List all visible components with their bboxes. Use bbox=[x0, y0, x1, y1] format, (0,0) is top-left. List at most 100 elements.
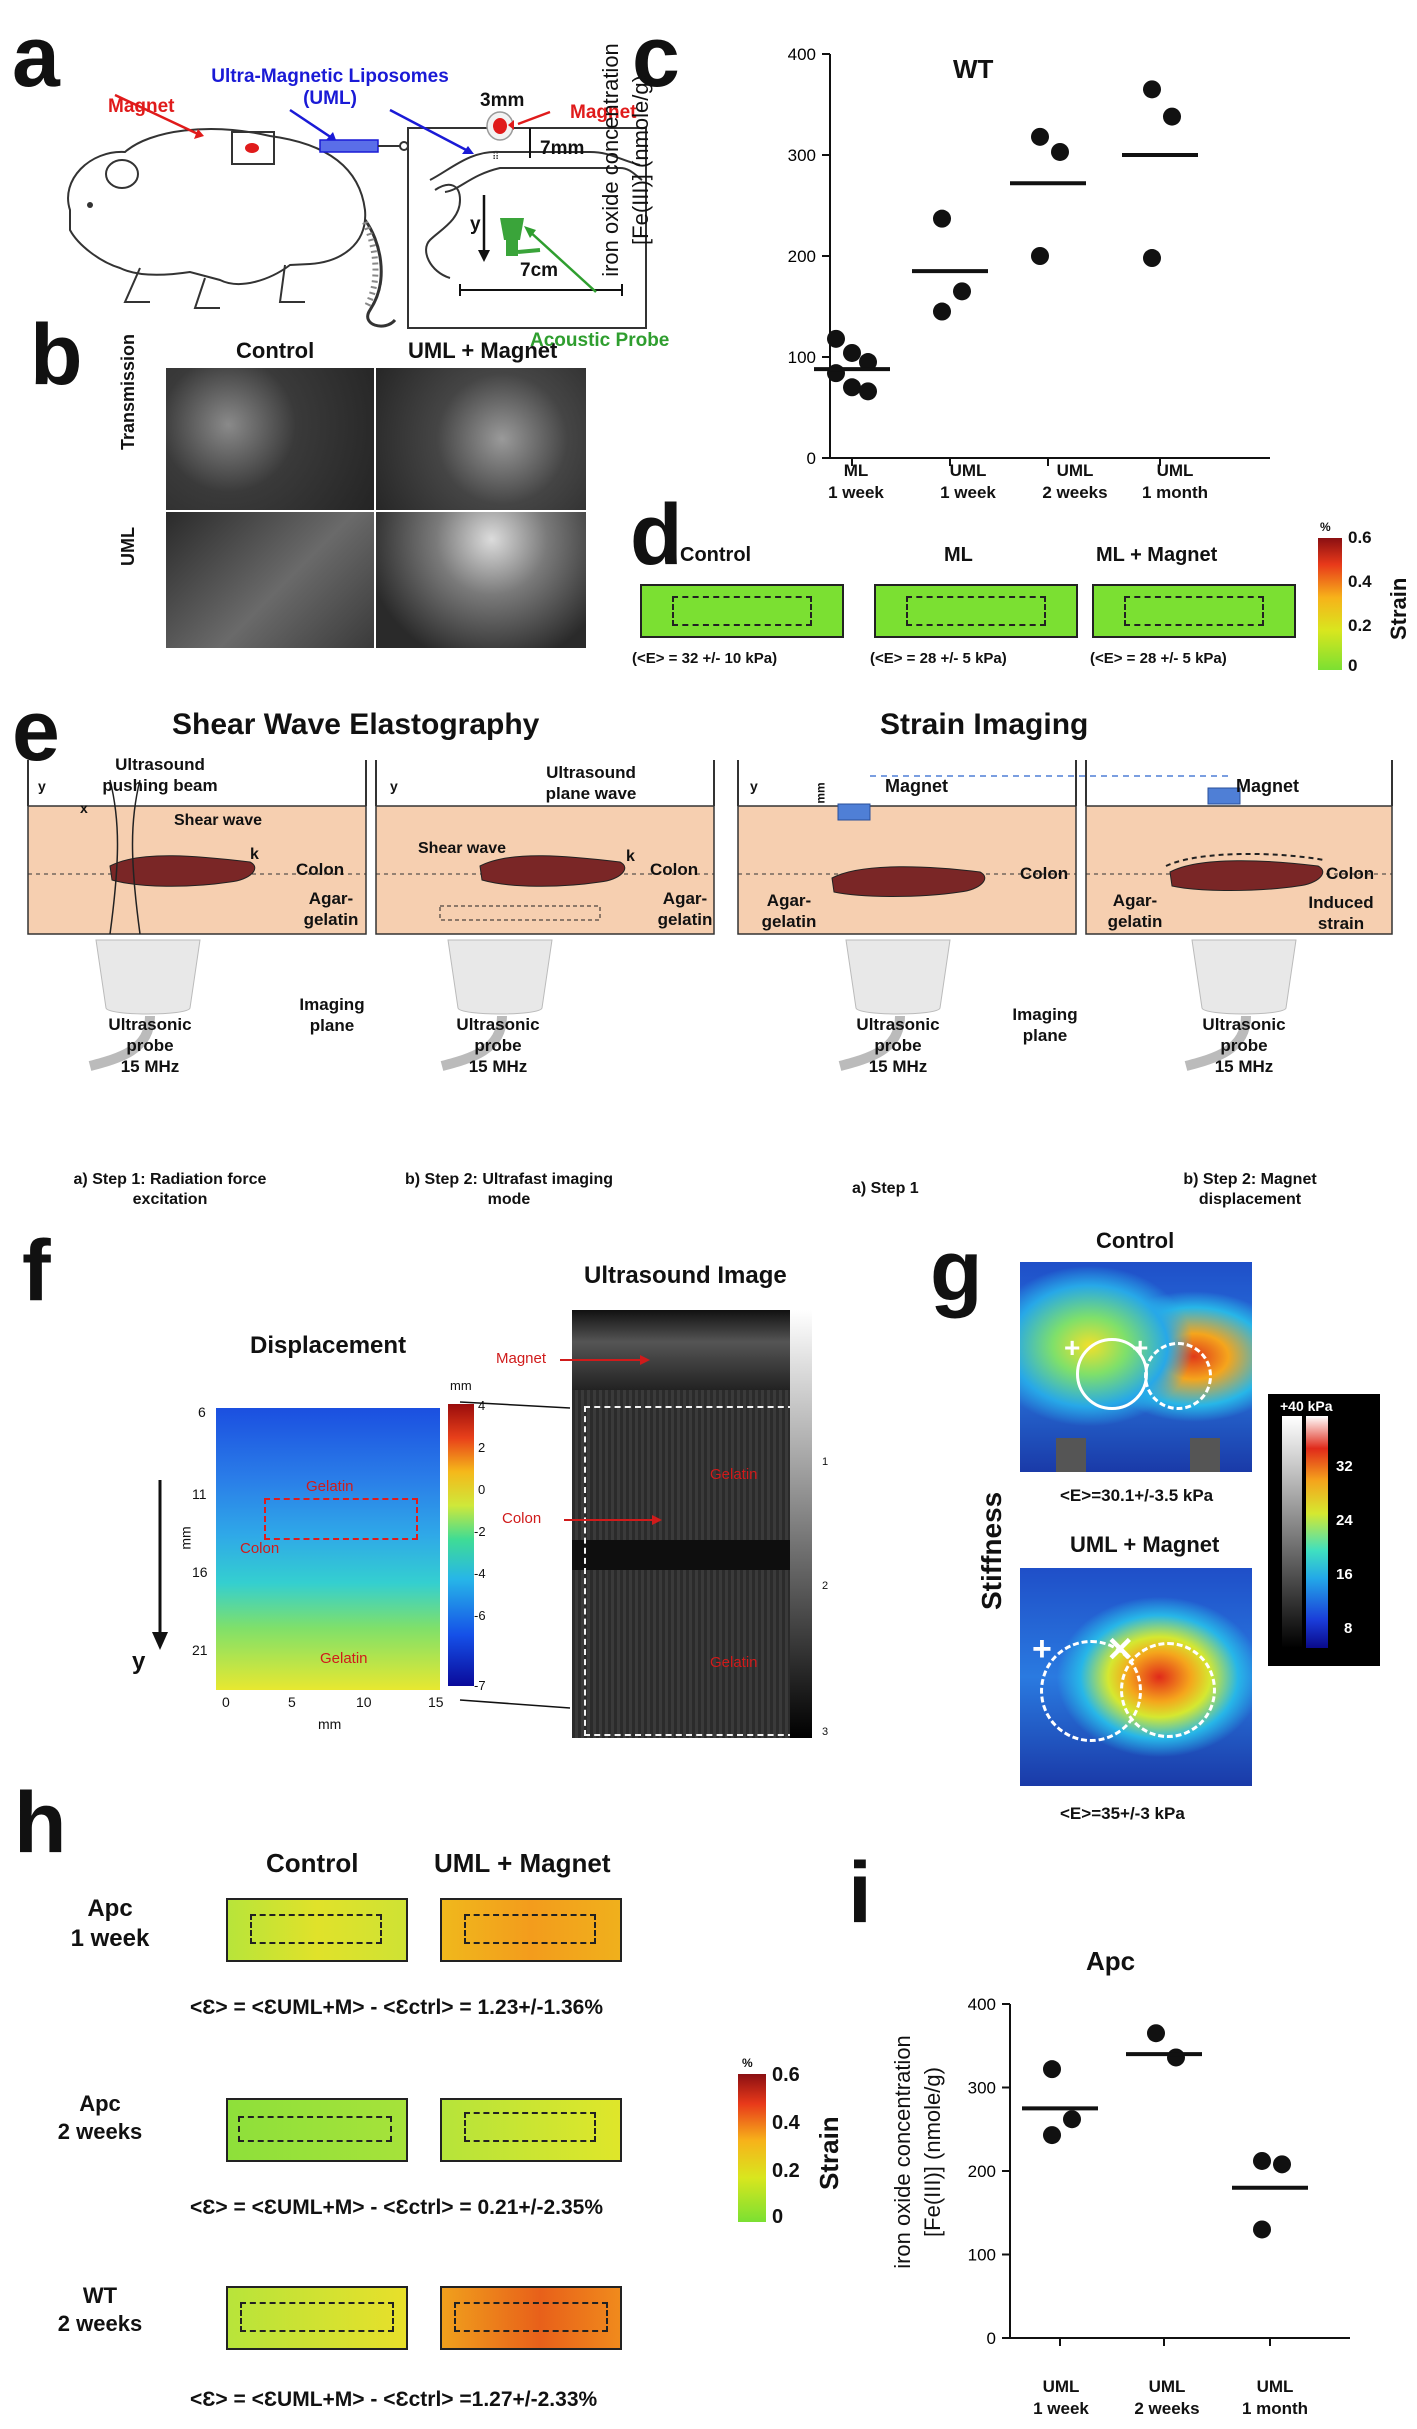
f-cb-tick-1: 2 bbox=[478, 1440, 486, 1455]
d-value-control: (<E> = 32 +/- 10 kPa) bbox=[632, 650, 778, 667]
e-agar-2: Agar- gelatin bbox=[657, 889, 713, 929]
e-probe-label-4: Ultrasonic probe 15 MHz bbox=[1202, 1015, 1286, 1076]
axis-line bbox=[829, 54, 1270, 459]
dim-7cm: 7cm bbox=[520, 260, 559, 281]
h-eq-1: <Ɛ> = <ƐUML+M> - <Ɛctrl> = 0.21+/-2.35% bbox=[190, 2196, 604, 2219]
data-point bbox=[827, 364, 845, 383]
data-point bbox=[1163, 107, 1181, 126]
y-tick-label: 0 bbox=[807, 449, 816, 468]
h-colorbar bbox=[738, 2074, 766, 2222]
e-probe-2 bbox=[440, 939, 553, 1071]
c-xtick-2-line2: 2 weeks bbox=[1042, 483, 1108, 502]
svg-text:⠿: ⠿ bbox=[492, 152, 499, 163]
f-ytick-0: 6 bbox=[198, 1404, 206, 1420]
panel-label-g: g bbox=[930, 1223, 983, 1319]
f-us-tick-0: 1 bbox=[822, 1456, 829, 1468]
f-gelatin-us-bottom: Gelatin bbox=[710, 1654, 758, 1671]
f-gelatin-us-top: Gelatin bbox=[710, 1466, 758, 1483]
e-colon-3: Colon bbox=[1020, 864, 1069, 883]
panel-label-d: d bbox=[630, 487, 683, 583]
data-point bbox=[1273, 2155, 1291, 2174]
h-roi-uml-0 bbox=[464, 1914, 596, 1944]
h-roi-control-2 bbox=[240, 2302, 394, 2332]
f-us-magnet-band bbox=[572, 1310, 812, 1390]
e-caption-a-right: a) Step 1 bbox=[852, 1180, 919, 1197]
h-roi-uml-2 bbox=[454, 2302, 608, 2332]
g-plus-marker-1: + bbox=[1064, 1332, 1081, 1363]
y-tick-label: 300 bbox=[968, 2079, 996, 2098]
f-title-displacement: Displacement bbox=[250, 1332, 407, 1359]
d-strain-map-ml-magnet bbox=[1092, 584, 1296, 638]
panel-label-c: c bbox=[632, 9, 680, 105]
panel-label-h: h bbox=[14, 1775, 67, 1871]
e-agar-4: Agar- gelatin bbox=[1107, 891, 1163, 931]
e-axis-y3: y bbox=[750, 778, 758, 794]
data-point bbox=[1253, 2220, 1271, 2239]
c-xtick-0-line1: ML bbox=[843, 461, 869, 480]
h-cb-tick-0: 0.6 bbox=[772, 2064, 800, 2086]
panel-label-b: b bbox=[30, 307, 83, 403]
c-xtick-1-line1: UML bbox=[949, 461, 987, 480]
data-point bbox=[1031, 127, 1049, 146]
f-displacement-map bbox=[216, 1408, 440, 1690]
e-probe-4 bbox=[1184, 939, 1297, 1071]
d-label-control: Control bbox=[680, 544, 752, 566]
i-ylabel-line2: [Fe(III)] (nmole/g) bbox=[920, 2067, 945, 2237]
e-caption-b-right: b) Step 2: Magnet displacement bbox=[1183, 1171, 1317, 1208]
i-xtick-1-line2: 2 weeks bbox=[1134, 2399, 1200, 2418]
e-tank-3 bbox=[737, 760, 1077, 935]
i-title: Apc bbox=[1086, 1946, 1136, 1976]
data-point bbox=[1253, 2151, 1271, 2170]
panel-label-a: a bbox=[12, 9, 60, 105]
i-xtick-2-line2: 1 month bbox=[1241, 2399, 1309, 2418]
g-shadow-1 bbox=[1056, 1438, 1086, 1472]
b-row-transmission: Transmission bbox=[118, 333, 138, 450]
mouse-schematic: ⠿ bbox=[67, 93, 647, 329]
panel-label-e: e bbox=[12, 683, 60, 779]
h-cb-tick-1: 0.4 bbox=[772, 2112, 800, 2134]
f-cb-tick-2: 0 bbox=[478, 1482, 486, 1497]
dim-3mm: 3mm bbox=[480, 90, 525, 111]
f-us-colon-band bbox=[572, 1540, 812, 1570]
i-xtick-1-line1: UML bbox=[1148, 2377, 1186, 2396]
h-row-label-1: Apc 2 weeks bbox=[57, 2091, 143, 2144]
g-shadow-2 bbox=[1190, 1438, 1220, 1472]
e-probe-label-1: Ultrasonic probe 15 MHz bbox=[108, 1015, 192, 1076]
e-axis-x1: x bbox=[80, 800, 88, 816]
i-ylabel: iron oxide concentration [Fe(III)] (nmol… bbox=[888, 1982, 948, 2322]
h-colorbar-label: Strain bbox=[814, 2116, 844, 2190]
y-tick-label: 0 bbox=[987, 2329, 996, 2348]
e-colon-1: Colon bbox=[296, 860, 345, 879]
data-point bbox=[1167, 2048, 1185, 2067]
acoustic-probe-label: Acoustic Probe bbox=[530, 330, 670, 351]
data-point bbox=[859, 353, 877, 372]
g-ylabel: Stiffness bbox=[976, 1491, 1007, 1610]
d-roi-ml-magnet bbox=[1124, 596, 1264, 626]
d-label-ml-magnet: ML + Magnet bbox=[1096, 544, 1218, 566]
h-map-control-0 bbox=[226, 1898, 408, 1962]
h-map-uml-1 bbox=[440, 2098, 622, 2162]
h-row-label-2: WT 2 weeks bbox=[57, 2283, 143, 2336]
d-roi-control bbox=[672, 596, 812, 626]
i-xtick-1: UML 2 weeks bbox=[1122, 2376, 1212, 2420]
h-eq-0: <Ɛ> = <ƐUML+M> - <Ɛctrl> = 1.23+/-1.36% bbox=[190, 1996, 604, 2019]
h-roi-control-1 bbox=[238, 2116, 392, 2142]
h-roi-control-0 bbox=[250, 1914, 382, 1944]
f-y-arrow bbox=[152, 1480, 168, 1650]
f-cb-tick-6: -7 bbox=[474, 1678, 486, 1693]
e-caption-a-left: a) Step 1: Radiation force excitation bbox=[73, 1171, 267, 1208]
b-row-uml: UML bbox=[118, 527, 138, 566]
data-point bbox=[933, 209, 951, 228]
h-cb-tick-2: 0.2 bbox=[772, 2160, 800, 2182]
e-tank-2 bbox=[375, 760, 715, 935]
i-xtick-0-line2: 1 week bbox=[1033, 2399, 1089, 2418]
c-xtick-1-line2: 1 week bbox=[940, 483, 996, 502]
f-ultrasound-image bbox=[572, 1310, 812, 1738]
e-tank-1 bbox=[27, 760, 367, 935]
magnet-label-right: Magnet bbox=[570, 102, 637, 123]
d-label-ml: ML bbox=[944, 544, 973, 566]
f-ytick-1: 11 bbox=[192, 1486, 207, 1502]
b-uml-control-image bbox=[166, 512, 374, 648]
